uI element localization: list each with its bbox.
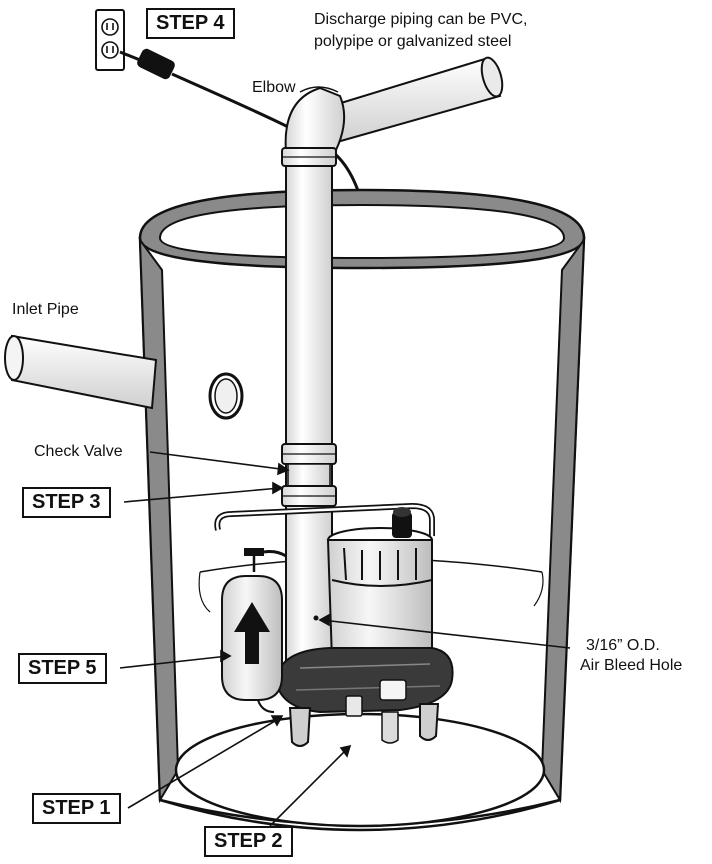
discharge-note-line1: Discharge piping can be PVC, bbox=[314, 11, 528, 28]
inlet-pipe bbox=[4, 334, 244, 420]
air-bleed-label-line2: Air Bleed Hole bbox=[580, 657, 683, 674]
air-bleed-hole bbox=[313, 615, 319, 621]
step-1-label: STEP 1 bbox=[32, 793, 121, 824]
step-2-label: STEP 2 bbox=[204, 826, 293, 857]
vertical-pipe bbox=[281, 147, 337, 671]
discharge-pipe bbox=[316, 56, 504, 146]
step-5-label: STEP 5 bbox=[18, 653, 107, 684]
air-bleed-label-line1: 3/16” O.D. bbox=[586, 637, 660, 654]
arrow-up-icon bbox=[234, 602, 270, 664]
discharge-note-line2: polypipe or galvanized steel bbox=[314, 33, 512, 50]
float-switch bbox=[221, 548, 287, 713]
check-valve-label: Check Valve bbox=[34, 443, 123, 460]
elbow bbox=[284, 86, 346, 154]
wall-outlet bbox=[95, 9, 125, 71]
leader-lines bbox=[119, 451, 571, 827]
inlet-pipe-label: Inlet Pipe bbox=[12, 301, 79, 318]
elbow-label: Elbow bbox=[252, 79, 296, 96]
step-3-label: STEP 3 bbox=[22, 487, 111, 518]
step-4-label: STEP 4 bbox=[146, 8, 235, 39]
